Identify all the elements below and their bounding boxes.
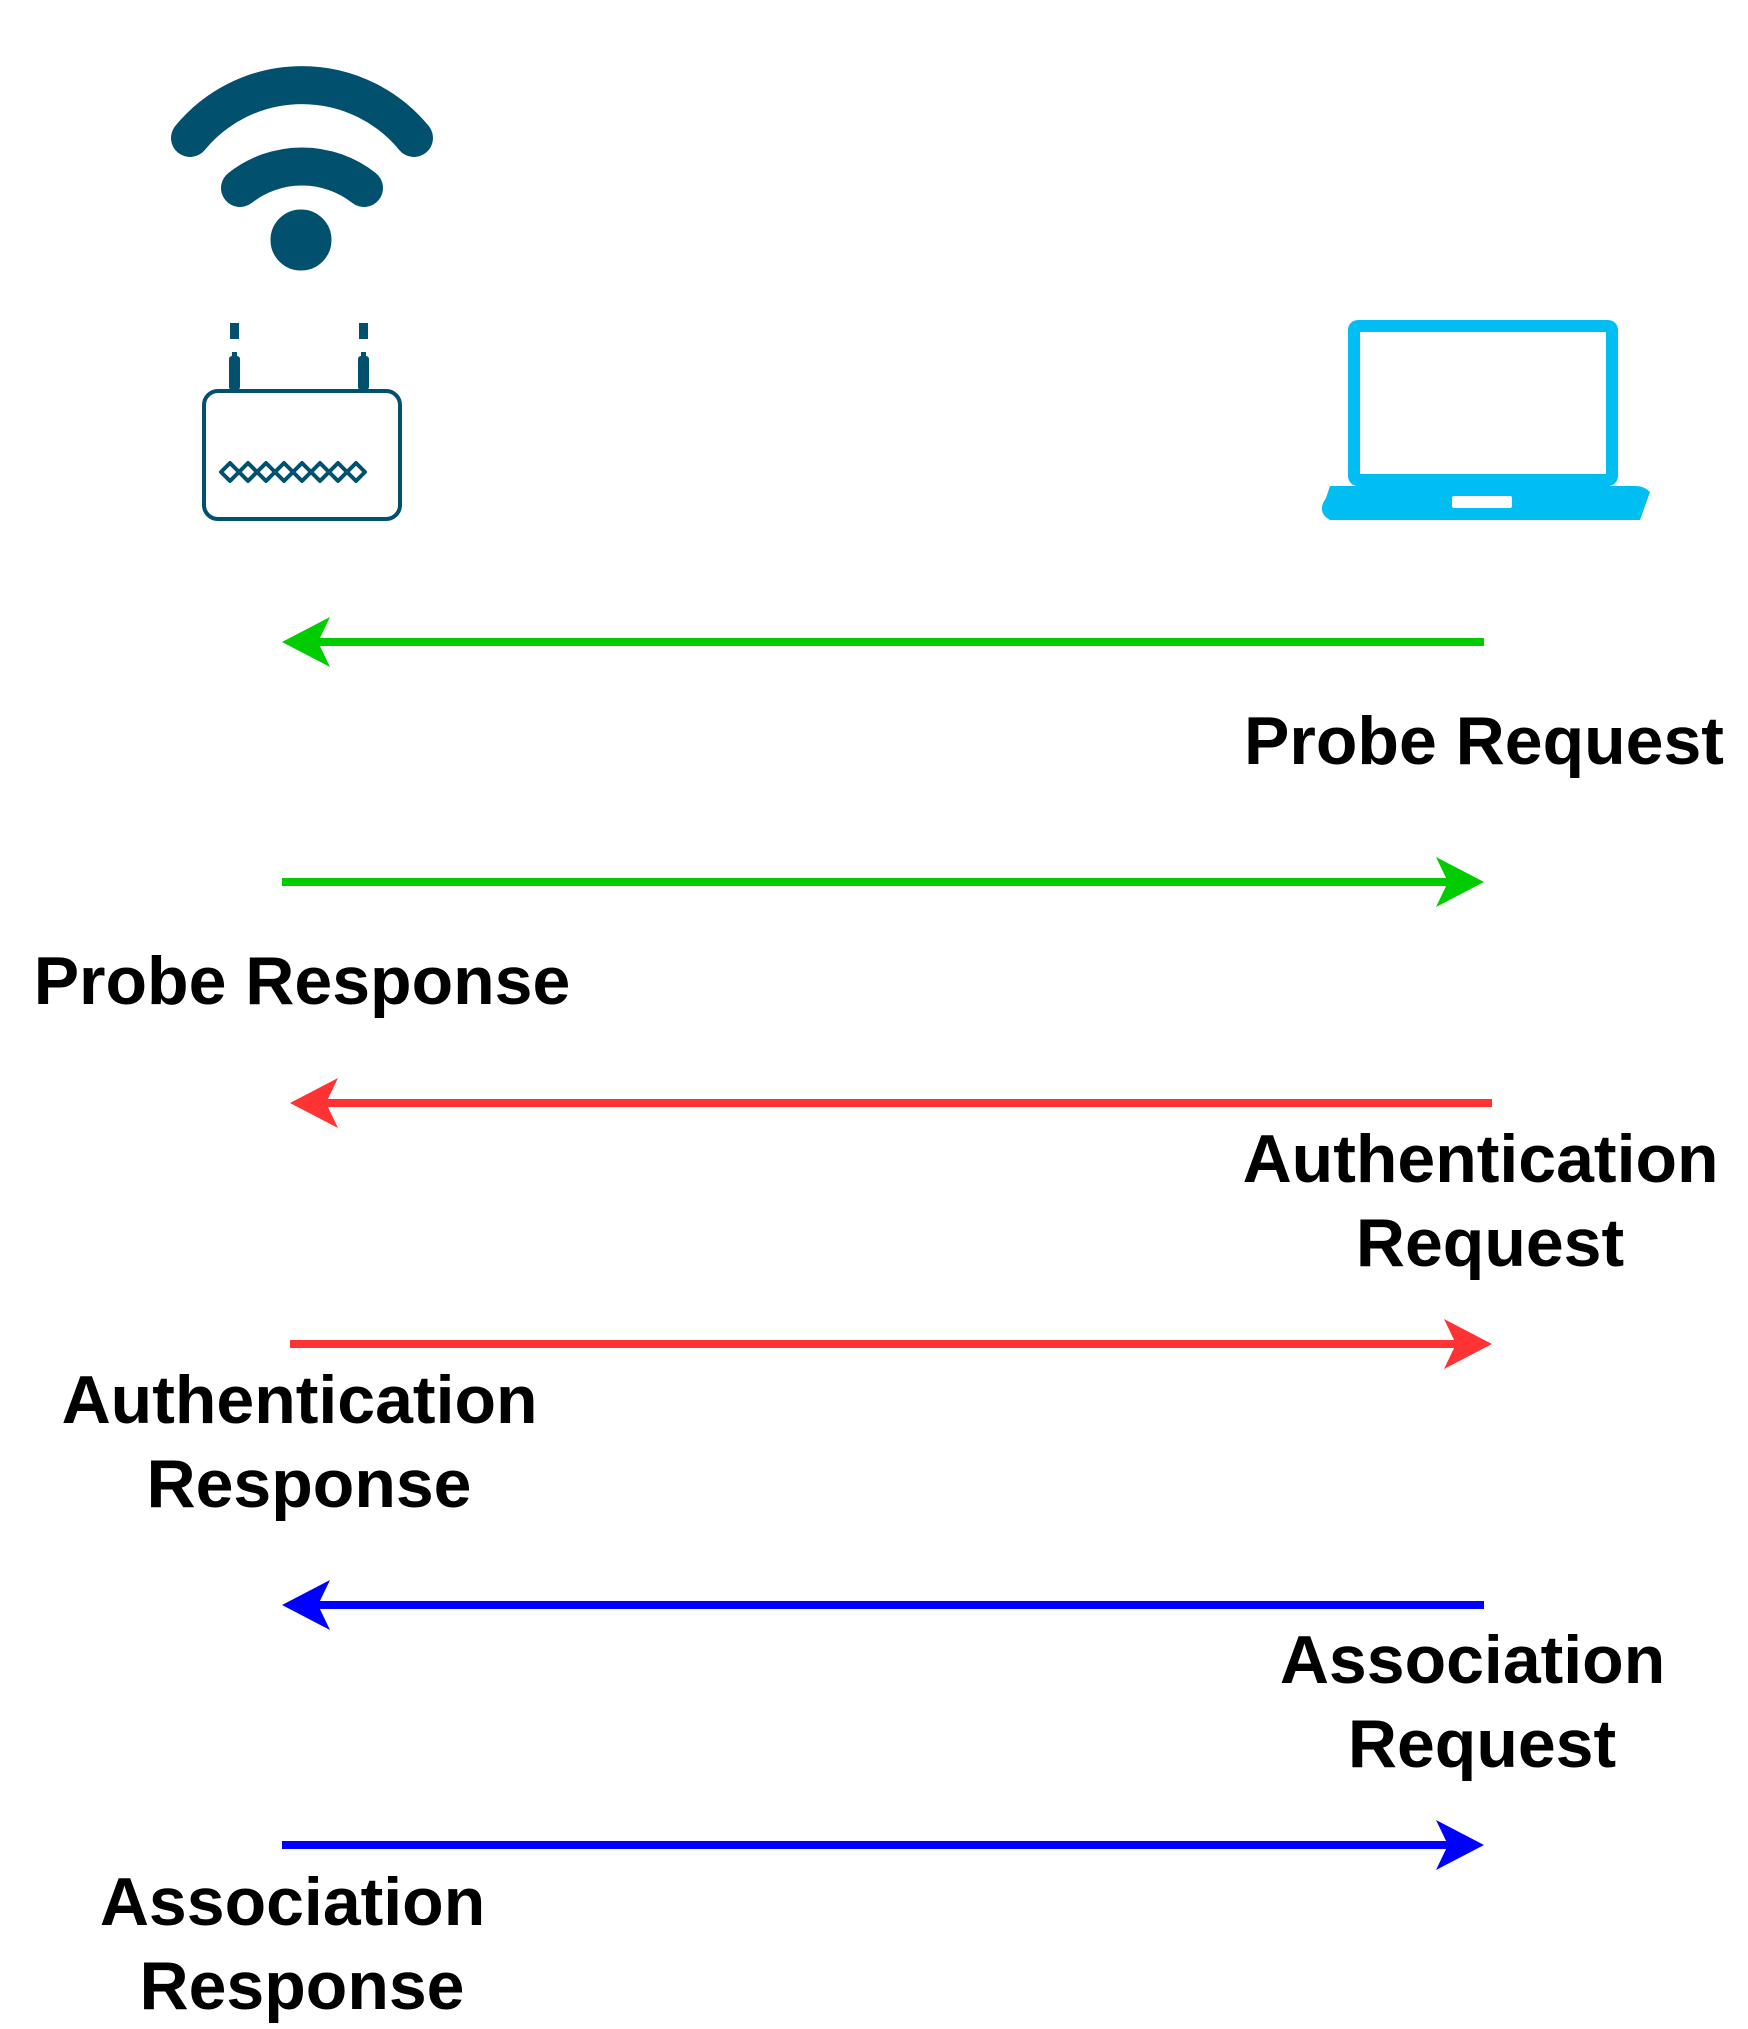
probe-response-arrow-head [1436, 857, 1484, 907]
authentication-response-arrow [290, 1319, 1492, 1369]
association-request-label-line-2: Request [1348, 1706, 1616, 1782]
association-response-arrow-head [1436, 1820, 1484, 1870]
authentication-request-label-line-2: Request [1356, 1205, 1624, 1281]
association-request-label-line-1: Association [1280, 1622, 1665, 1698]
wifi-icon [171, 66, 433, 271]
router-status-lights-icon [219, 461, 367, 483]
probe-request-arrow-head [282, 617, 330, 667]
authentication-response-label: Authentication Response [62, 1362, 557, 1522]
probe-request-arrow [282, 617, 1484, 667]
probe-response-label-line-1: Probe Response [34, 943, 571, 1019]
association-response-label-line-1: Association [100, 1864, 485, 1940]
router-light-8 [345, 461, 367, 483]
message-arrows [282, 617, 1492, 1870]
authentication-response-label-line-1: Authentication [62, 1362, 538, 1438]
association-response-label: Association Response [100, 1864, 504, 2024]
probe-request-label-line-1: Probe Request [1244, 703, 1724, 779]
association-request-arrow-head [282, 1580, 330, 1630]
authentication-response-label-line-2: Response [147, 1446, 472, 1522]
router-icon [202, 323, 402, 521]
association-response-label-line-2: Response [140, 1948, 465, 2024]
association-response-arrow [282, 1820, 1484, 1870]
probe-response-label: Probe Response [34, 943, 571, 1019]
message-labels: Probe Request Probe Response Authenticat… [34, 703, 1738, 2024]
authentication-request-label: Authentication Request [1243, 1121, 1738, 1281]
probe-response-arrow [282, 857, 1484, 907]
association-request-label: Association Request [1280, 1622, 1684, 1782]
association-request-arrow [282, 1580, 1484, 1630]
laptop-icon [1321, 320, 1650, 520]
authentication-response-arrow-head [1444, 1319, 1492, 1369]
authentication-request-arrow-head [290, 1078, 338, 1128]
probe-request-label: Probe Request [1244, 703, 1724, 779]
authentication-request-label-line-1: Authentication [1243, 1121, 1719, 1197]
authentication-request-arrow [290, 1078, 1492, 1128]
